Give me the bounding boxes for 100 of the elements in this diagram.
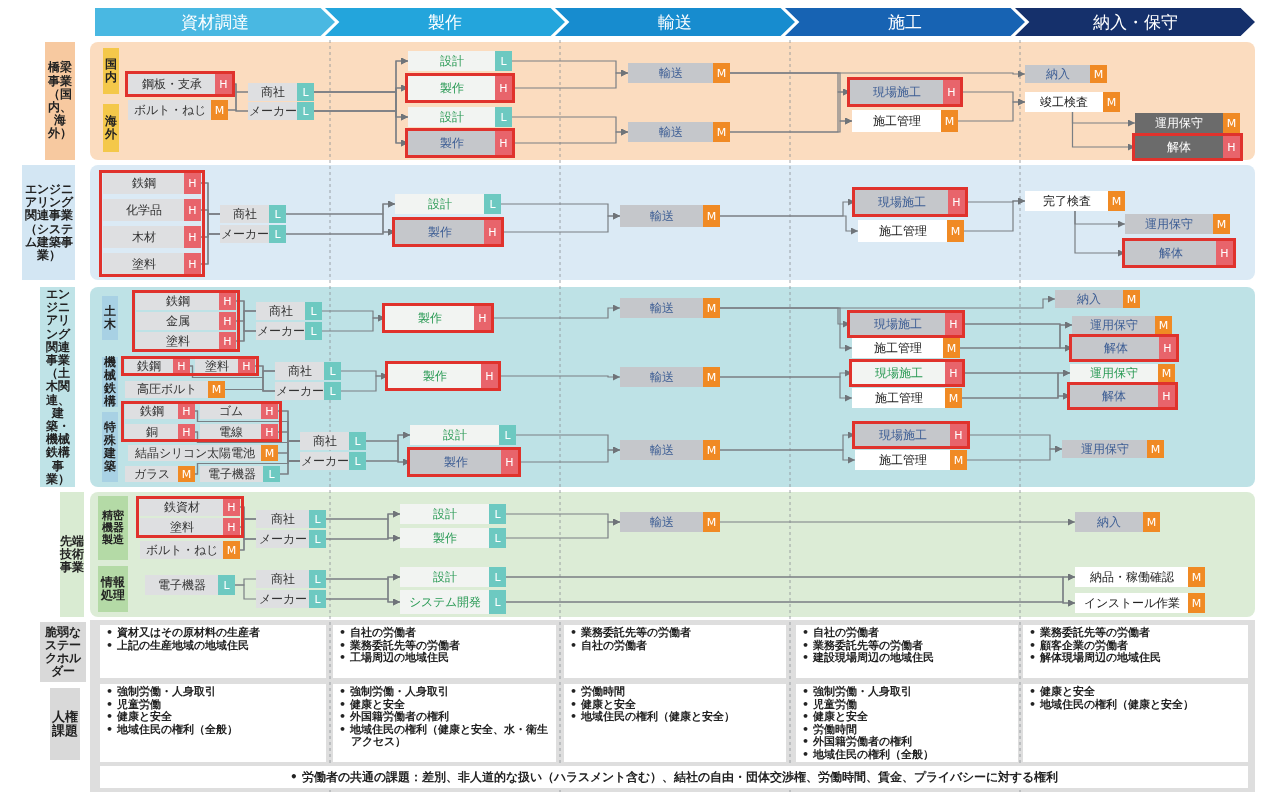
activity-box <box>140 518 240 536</box>
risk-badge: M <box>1155 316 1172 334</box>
risk-badge: H <box>495 76 512 100</box>
activity-box <box>136 312 236 330</box>
stage-header: 輸送 <box>555 8 795 36</box>
risk-badge: H <box>948 190 965 214</box>
bullet-text: • 自社の労働者 <box>339 627 417 639</box>
activity-box <box>620 512 720 532</box>
activity-label: 設計 <box>441 426 468 444</box>
risk-badge: L <box>297 83 314 101</box>
bullet-text: • 外国籍労働者の権利 <box>802 736 913 748</box>
activity-box <box>256 570 326 588</box>
bullet-text: • 業務委託先等の労働者 <box>1029 627 1151 639</box>
arrow <box>505 599 1076 607</box>
activity-label: 商社 <box>231 205 258 223</box>
activity-label: 商社 <box>311 432 338 450</box>
risk-badge: H <box>1158 385 1175 407</box>
activity-label: 塗料 <box>164 332 191 350</box>
activity-label: ボルト・ねじ <box>132 101 207 119</box>
activity-box <box>852 110 958 132</box>
risk-badge: M <box>1158 364 1175 382</box>
activity-label: 化学品 <box>124 201 163 219</box>
activity-label: 解体 <box>1157 244 1184 262</box>
activity-label: 塗料 <box>168 518 195 536</box>
band-label: 先端技術事業 <box>60 492 84 617</box>
risk-badge: M <box>1213 214 1230 234</box>
band-label: エンジニアリング関連事業（土木関連、建築・機械鉄構事業） <box>40 287 75 487</box>
activity-box <box>220 205 286 223</box>
activity-label: 木材 <box>130 228 157 246</box>
risk-badge: M <box>1188 567 1205 587</box>
activity-label: 施工管理 <box>873 389 924 407</box>
activity-label: 納入 <box>1096 513 1122 531</box>
activity-box <box>103 226 201 248</box>
table-cell <box>100 684 326 762</box>
bullet-text: • 強制労働・人身取引 <box>106 686 217 698</box>
table-cell <box>100 625 326 678</box>
activity-box <box>408 51 512 71</box>
bullet-text: • 労働時間 <box>570 686 625 698</box>
activity-label: 銅 <box>144 424 159 440</box>
risk-badge: L <box>305 322 322 340</box>
activity-box <box>128 74 232 94</box>
arrow <box>719 518 1076 526</box>
activity-box <box>1055 290 1140 308</box>
risk-badge: H <box>495 131 512 155</box>
connector-line <box>227 109 249 112</box>
risk-badge: H <box>481 364 498 388</box>
table-cell <box>1023 625 1248 678</box>
connector-line <box>235 330 257 342</box>
activity-label: メーカー <box>256 322 305 340</box>
activity-label: 鋼板・支承 <box>140 75 203 93</box>
segment-tab: 国内 <box>103 48 119 94</box>
risk-badge: H <box>178 424 195 440</box>
activity-label: 鉄鋼 <box>164 292 191 310</box>
activity-box <box>145 575 235 595</box>
risk-badge: M <box>1188 593 1205 613</box>
band-label: 橋梁事業（国内、海外） <box>45 42 75 160</box>
activity-box <box>400 504 506 524</box>
activity-box <box>1075 512 1160 532</box>
risk-badge: L <box>489 504 506 524</box>
bullet-text: • 業務委託先等の労働者 <box>570 627 692 639</box>
activity-box <box>1070 385 1175 407</box>
risk-badge: L <box>324 382 341 400</box>
activity-label: 輸送 <box>657 64 684 82</box>
activity-label: 製作 <box>438 79 465 97</box>
activity-box <box>256 590 326 608</box>
risk-badge: M <box>945 388 962 408</box>
activity-box <box>408 76 512 100</box>
activity-label: 塗料 <box>203 358 230 374</box>
activity-label: 現場施工 <box>876 193 927 211</box>
activity-box <box>410 425 516 445</box>
activity-label: 電子機器 <box>156 576 207 594</box>
activity-label: 解体 <box>1101 387 1127 405</box>
segment-tab: 土木 <box>102 296 118 340</box>
table-cell <box>100 766 1248 788</box>
risk-badge: M <box>703 512 720 532</box>
activity-box <box>200 466 280 482</box>
risk-badge: H <box>1159 337 1176 359</box>
activity-label: 施工管理 <box>877 451 928 469</box>
risk-badge: M <box>703 367 720 387</box>
risk-badge: H <box>184 199 201 221</box>
activity-box <box>248 102 314 120</box>
activity-box <box>400 590 506 614</box>
activity-label: 輸送 <box>648 207 675 225</box>
risk-badge: L <box>263 466 280 482</box>
activity-box <box>620 367 720 387</box>
activity-box <box>620 298 720 318</box>
arrow <box>957 98 1026 122</box>
risk-badge: H <box>484 220 501 244</box>
risk-badge: L <box>297 102 314 120</box>
risk-badge: H <box>945 313 962 335</box>
activity-label: ゴム <box>217 403 244 419</box>
risk-badge: H <box>501 450 518 474</box>
activity-box <box>1025 65 1107 83</box>
activity-box <box>1075 567 1205 587</box>
risk-badge: M <box>211 100 228 120</box>
activity-label: 商社 <box>259 83 286 101</box>
risk-badge: H <box>950 424 967 446</box>
activity-box <box>620 440 720 460</box>
activity-box <box>400 567 506 587</box>
arrow <box>719 307 853 352</box>
